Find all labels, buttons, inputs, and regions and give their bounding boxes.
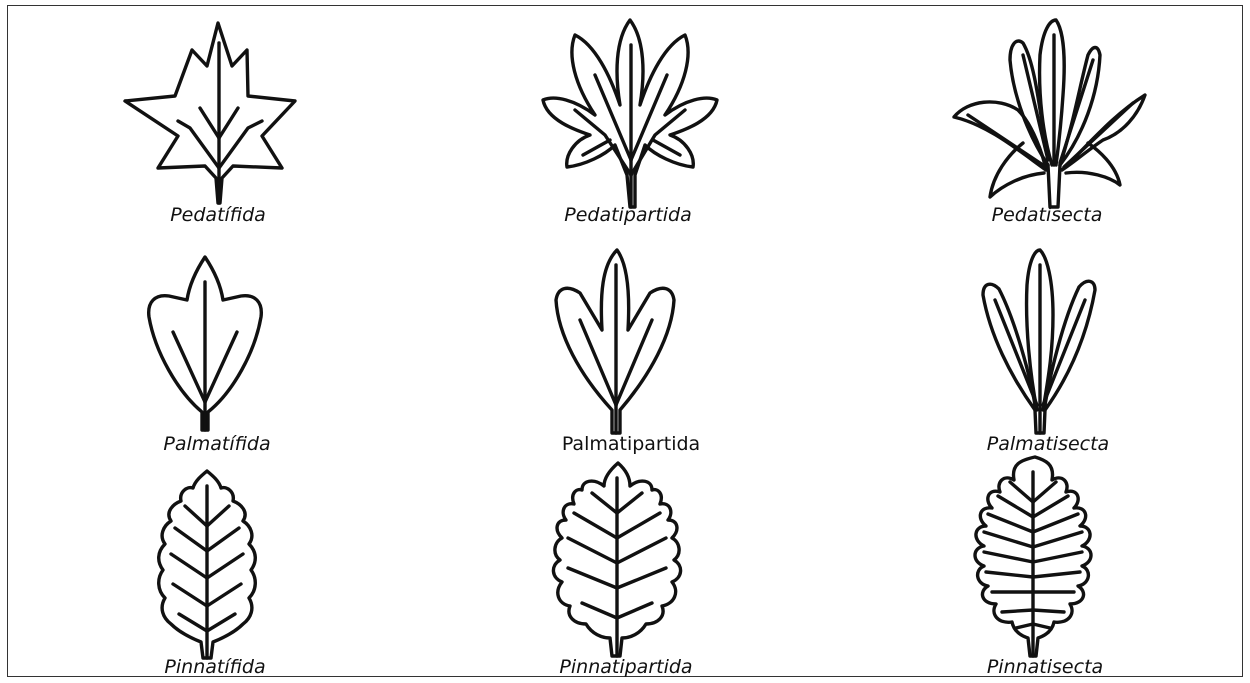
leaf-label: Palmatífida xyxy=(163,433,270,455)
leaf-pedatisecta xyxy=(948,15,1148,210)
leaf-palmatipartida xyxy=(550,245,680,435)
leaf-label: Pinnatipartida xyxy=(559,656,692,678)
leaf-label: Pedatisecta xyxy=(992,204,1103,226)
leaf-label: Palmatipartida xyxy=(562,433,700,455)
leaf-palmatisecta xyxy=(975,245,1105,435)
leaf-pinnatifida xyxy=(155,466,260,661)
leaf-pedatipartida xyxy=(535,15,725,210)
leaf-pinnatisecta xyxy=(970,452,1100,658)
leaf-label: Pinnatisecta xyxy=(987,656,1103,678)
leaf-label: Pedatipartida xyxy=(564,204,692,226)
leaf-label: Pedatífida xyxy=(170,204,266,226)
leaf-palmatifida xyxy=(143,252,268,432)
leaf-pinnatipartida xyxy=(560,458,685,658)
leaf-pedatifida xyxy=(120,18,300,208)
leaf-label: Pinnatífida xyxy=(164,656,265,678)
